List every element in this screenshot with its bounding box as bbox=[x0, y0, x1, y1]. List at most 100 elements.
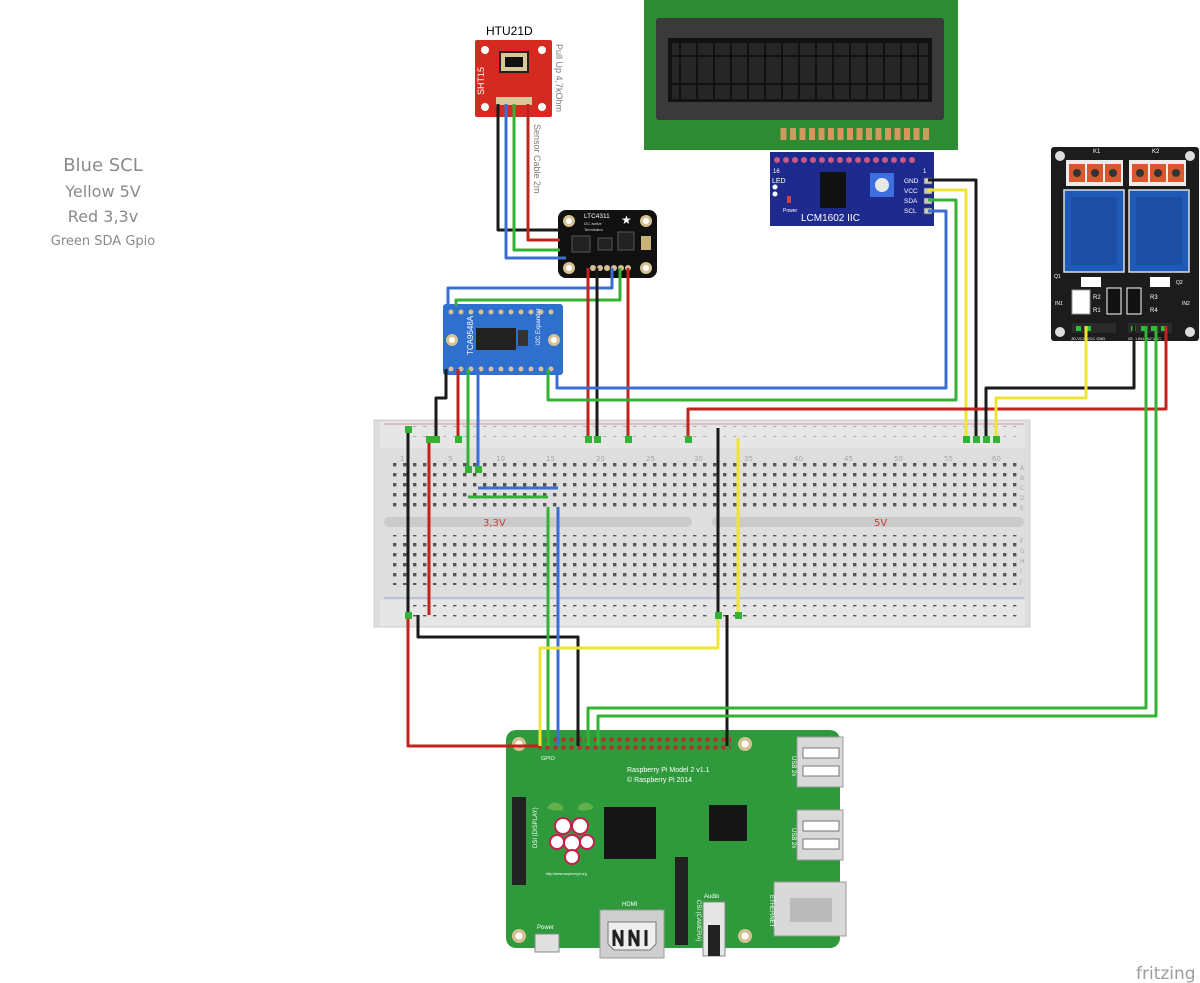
backpack-sda-label: SDA bbox=[904, 198, 918, 205]
backpack-led-label: LED bbox=[772, 178, 786, 185]
backpack-gnd-label: GND bbox=[904, 178, 919, 185]
mux-name: TCA9548A bbox=[466, 315, 475, 355]
wires bbox=[406, 104, 1168, 748]
relay-q1-label: Q1 bbox=[1054, 274, 1061, 280]
relay-in1-label: IN1 bbox=[1055, 301, 1063, 307]
terminator-line2: Terminator bbox=[584, 227, 604, 232]
sensor-title: HTU21D bbox=[486, 24, 533, 38]
rail-holes-bottom bbox=[410, 605, 1022, 622]
wire-sensor-sda bbox=[512, 104, 560, 252]
svg-text:A: A bbox=[1020, 465, 1025, 472]
relay-r1-label: R1 bbox=[1093, 308, 1101, 314]
column-numbers: 1 5 10 15 20 25 30 35 40 45 50 55 60 bbox=[400, 455, 1001, 463]
mux-sub: I2C Expander bbox=[536, 308, 542, 345]
svg-text:H: H bbox=[1020, 558, 1025, 565]
svg-text:E: E bbox=[1020, 505, 1024, 512]
wire-lcd-gnd bbox=[928, 178, 978, 440]
dsi-label: DSI (DISPLAY) bbox=[533, 807, 539, 848]
gpio-header bbox=[539, 734, 731, 750]
svg-text:D: D bbox=[1020, 495, 1025, 502]
wire-lcd-vcc bbox=[928, 188, 968, 440]
svg-text:C: C bbox=[1020, 485, 1024, 492]
pi-url: http://www.raspberrypi.org bbox=[546, 872, 587, 876]
usb-label-1: USB 2x bbox=[790, 756, 796, 776]
svg-text:55: 55 bbox=[944, 455, 953, 463]
wire-sensor-scl bbox=[504, 104, 566, 260]
raspberry-logo-icon bbox=[547, 802, 595, 865]
wire-sensor-vcc bbox=[526, 104, 560, 242]
lcd-1602-display bbox=[644, 0, 958, 150]
svg-text:J: J bbox=[1019, 578, 1022, 585]
wire-pi-5v bbox=[538, 615, 720, 746]
svg-text:30: 30 bbox=[694, 455, 703, 463]
raspberry-pi-2: GPIO Raspberry Pi Model 2 v1.1 © Raspber… bbox=[506, 730, 847, 959]
usb-port-1 bbox=[796, 736, 844, 788]
wire-sensor-gnd bbox=[496, 104, 560, 232]
wire-color-legend: Blue SCL Yellow 5V Red 3,3v Green SDA Gp… bbox=[48, 155, 158, 249]
fritzing-logo: fritzing bbox=[1136, 964, 1196, 983]
wire-relay-vcc bbox=[686, 326, 1168, 440]
sensor-cable-label: Sensor Cable 2m bbox=[532, 124, 542, 194]
hdmi-label: HDMI bbox=[622, 902, 638, 908]
terminator-name: LTC4311 bbox=[584, 213, 610, 220]
svg-text:F: F bbox=[1020, 538, 1024, 545]
backpack-power-label: Power bbox=[783, 208, 798, 214]
breadboard-label-5v: 5V bbox=[874, 518, 887, 529]
terminator-line1: I2C active bbox=[584, 221, 603, 226]
svg-text:60: 60 bbox=[992, 455, 1001, 463]
breadboard-label-3v3: 3,3V bbox=[483, 518, 506, 529]
gpio-label: GPIO bbox=[541, 756, 555, 762]
svg-text:35: 35 bbox=[744, 455, 753, 463]
relay-pins-left: JD-VCC VCC GND bbox=[1071, 336, 1105, 341]
ethernet-label: ETHERNET bbox=[768, 895, 774, 928]
rail-holes-top bbox=[410, 426, 1022, 443]
backpack-name: LCM1602 IIC bbox=[801, 213, 860, 224]
relay-module: K1 K2 Q1 Q2 R2 R1 R3 R4 IN1 IN2 bbox=[1051, 147, 1199, 341]
legend-red: Red 3,3v bbox=[67, 207, 139, 226]
svg-text:45: 45 bbox=[844, 455, 853, 463]
legend-blue: Blue SCL bbox=[63, 155, 143, 176]
relay-r2-label: R2 bbox=[1093, 295, 1101, 301]
ltc4311-terminator: LTC4311 I2C active Terminator ★ bbox=[558, 210, 657, 278]
tca9548a-multiplexer: TCA9548A I2C Expander bbox=[443, 304, 563, 375]
svg-text:15: 15 bbox=[546, 455, 555, 463]
sensor-chip-label: SHT15 bbox=[476, 67, 486, 95]
csi-label: CSI (CAMERA) bbox=[695, 900, 701, 941]
svg-text:B: B bbox=[1020, 475, 1024, 482]
usb-port-2 bbox=[796, 809, 844, 861]
svg-text:20: 20 bbox=[596, 455, 605, 463]
usb-label-2: USB 2x bbox=[790, 828, 796, 848]
htu21d-sensor: HTU21D SHT15 Pull Up 4,7kOhm Sensor Cabl… bbox=[475, 24, 564, 194]
svg-text:40: 40 bbox=[794, 455, 803, 463]
lcd-header-pins bbox=[777, 128, 929, 140]
svg-text:5: 5 bbox=[448, 455, 452, 463]
relay-r3-label: R3 bbox=[1150, 295, 1158, 301]
svg-text:I: I bbox=[1020, 568, 1022, 575]
relay-r4-label: R4 bbox=[1150, 308, 1158, 314]
wire-ltc-sda-mux bbox=[454, 268, 622, 306]
wire-pi-3v3 bbox=[406, 615, 540, 748]
pi-copyright: © Raspberry Pi 2014 bbox=[627, 776, 692, 784]
wire-endpoints bbox=[405, 426, 1000, 619]
wire-relay-in2 bbox=[596, 326, 1158, 746]
svg-text:50: 50 bbox=[894, 455, 903, 463]
wire-relay-jdvcc bbox=[994, 326, 1088, 440]
row-letters: A B C D E F G H I J bbox=[1019, 465, 1025, 585]
sensor-pullup-label: Pull Up 4,7kOhm bbox=[554, 44, 564, 112]
svg-text:1: 1 bbox=[400, 455, 404, 463]
svg-text:25: 25 bbox=[646, 455, 655, 463]
pi-title: Raspberry Pi Model 2 v1.1 bbox=[627, 767, 710, 774]
relay-k2-label: K2 bbox=[1152, 149, 1160, 155]
backpack-scl-label: SCL bbox=[904, 208, 917, 215]
svg-text:G: G bbox=[1020, 548, 1025, 555]
breadboard: 3,3V 5V 1 5 10 15 20 25 30 35 40 45 50 5… bbox=[373, 419, 1031, 628]
relay-in2-label: IN2 bbox=[1182, 301, 1190, 307]
wire-mux-lcd-scl bbox=[555, 209, 948, 390]
terminal-strip-bottom bbox=[388, 535, 1018, 585]
power-label: Power bbox=[537, 925, 554, 931]
star-logo-icon: ★ bbox=[621, 213, 632, 227]
backpack-pin1-label: 1 bbox=[923, 169, 927, 175]
backpack-vcc-label: VCC bbox=[904, 188, 918, 195]
wire-relay-in1 bbox=[586, 326, 1148, 746]
